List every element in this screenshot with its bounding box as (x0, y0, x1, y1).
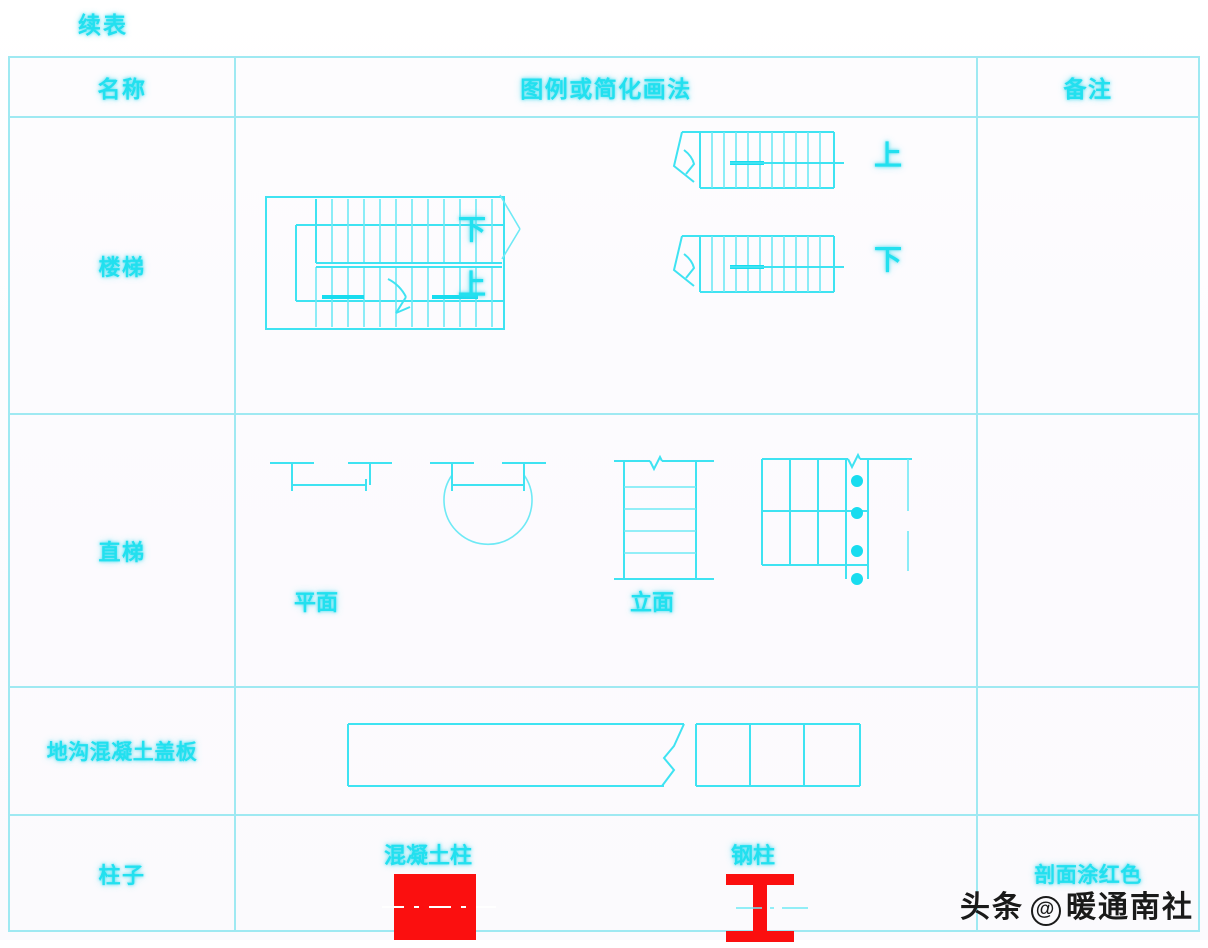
ladder-elevation-diagram (614, 454, 714, 580)
steel-column-label: 钢柱 (731, 843, 776, 868)
page-title: 续表 (78, 12, 128, 38)
watermark-at-icon: @ (1031, 896, 1061, 926)
row-name-cell-trench-cover: 地沟混凝土盖板 (10, 688, 236, 814)
ladder-diagram-group: 平面 立面 (236, 415, 976, 686)
stair-section-down-diagram (672, 235, 844, 293)
stair-plan-diagram (265, 194, 521, 330)
stair-plan-up-label: 上 (458, 269, 487, 300)
row-symbol-cell-stairs: 下 上 (236, 118, 978, 413)
row-label-column: 柱子 (98, 863, 146, 888)
row-symbol-cell-column: 混凝土柱 钢柱 (236, 816, 978, 942)
concrete-column-symbol (382, 874, 496, 940)
column-diagram-group: 混凝土柱 钢柱 (236, 816, 976, 942)
table-header-row: 名称 图例或简化画法 备注 (10, 58, 1198, 118)
header-name-label: 名称 (97, 76, 147, 102)
concrete-column-label: 混凝土柱 (384, 843, 473, 868)
trench-cover-diagram (347, 723, 861, 787)
row-label-ladder: 直梯 (98, 539, 146, 565)
header-symbol-label: 图例或简化画法 (520, 76, 692, 102)
trench-cover-diagram-group (236, 688, 976, 814)
row-symbol-cell-ladder: 平面 立面 (236, 415, 978, 686)
ladder-plan-cage-diagram (430, 462, 546, 546)
header-cell-symbol: 图例或简化画法 (236, 58, 978, 116)
row-label-stairs: 楼梯 (98, 254, 146, 280)
ladder-caged-elevation-diagram (761, 452, 912, 585)
row-name-cell-stairs: 楼梯 (10, 118, 236, 413)
row-name-cell-ladder: 直梯 (10, 415, 236, 686)
row-name-cell-column: 柱子 (10, 816, 236, 932)
watermark: 头条@暖通南社 (960, 882, 1194, 926)
stair-plan-down-label: 下 (458, 214, 487, 245)
stair-section-down-label: 下 (874, 244, 903, 275)
ladder-plan-straight-diagram (270, 462, 392, 491)
watermark-account: 暖通南社 (1066, 891, 1194, 924)
stair-section-up-diagram (672, 131, 844, 189)
row-remark-cell-column: 剖面涂红色 (978, 816, 1198, 932)
header-cell-name: 名称 (10, 58, 236, 116)
row-remark-cell-stairs (978, 118, 1198, 413)
ladder-elevation-view-label: 立面 (630, 590, 675, 615)
row-symbol-cell-trench-cover (236, 688, 978, 814)
row-remark-cell-ladder (978, 415, 1198, 686)
table-row: 地沟混凝土盖板 (10, 688, 1198, 816)
header-remark-label: 备注 (1063, 76, 1113, 102)
table-row: 直梯 平面 (10, 415, 1198, 688)
row-remark-cell-trench-cover (978, 688, 1198, 814)
watermark-prefix: 头条 (960, 891, 1024, 924)
row-label-trench-cover: 地沟混凝土盖板 (46, 741, 198, 764)
steel-column-symbol (726, 874, 812, 942)
ladder-plan-view-label: 平面 (294, 590, 339, 615)
remark-column: 剖面涂红色 (1034, 864, 1142, 887)
header-cell-remark: 备注 (978, 58, 1198, 116)
stair-section-up-label: 上 (874, 140, 903, 171)
stairs-diagram-group: 下 上 (236, 118, 976, 413)
table-row: 楼梯 (10, 118, 1198, 415)
legend-table: 名称 图例或简化画法 备注 楼梯 (8, 56, 1200, 942)
table-row: 柱子 混凝土柱 钢柱 (10, 816, 1198, 942)
